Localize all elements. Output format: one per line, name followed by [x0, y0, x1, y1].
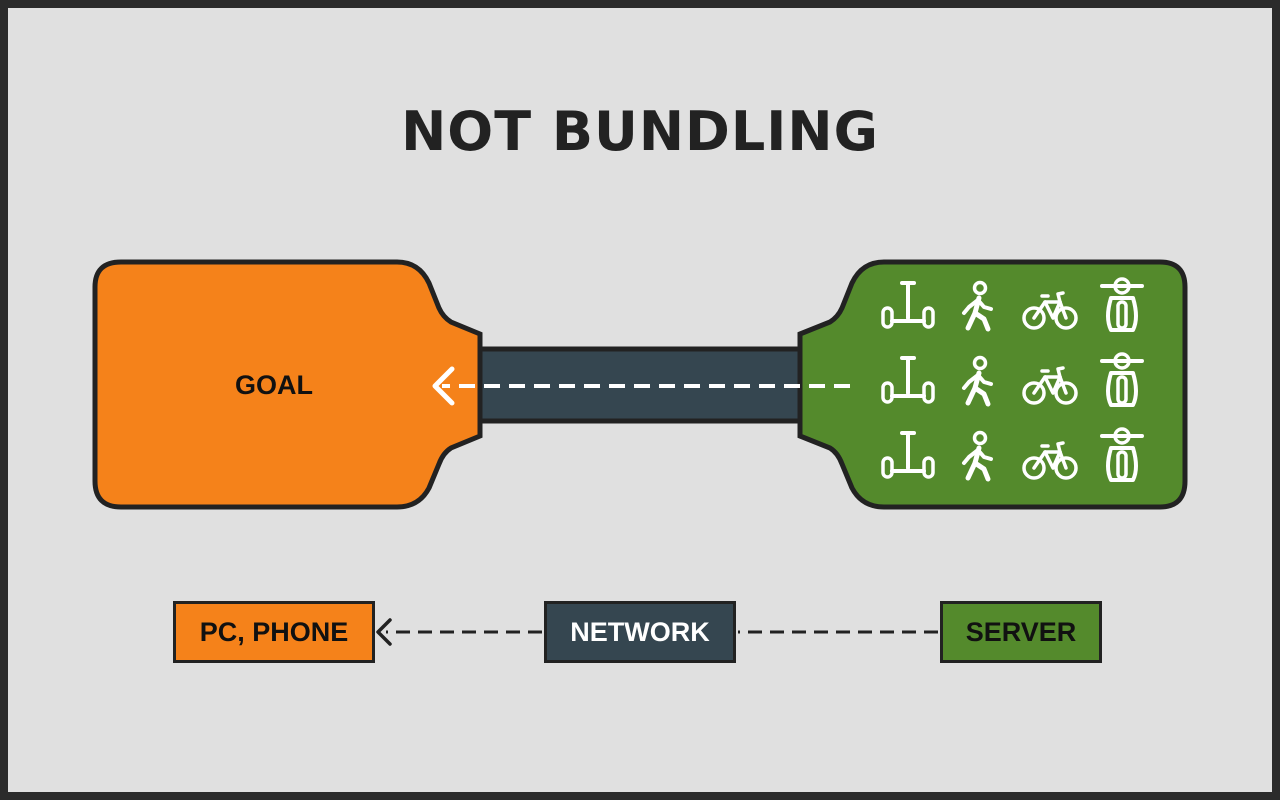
- legend-network-box: NETWORK: [544, 601, 736, 663]
- legend-client-box: PC, PHONE: [173, 601, 375, 663]
- legend-server-box: SERVER: [940, 601, 1102, 663]
- goal-block: [92, 259, 483, 510]
- legend-network-label: NETWORK: [570, 616, 710, 647]
- flow-arrow-head: [432, 366, 455, 406]
- legend-arrow-head: [376, 618, 392, 646]
- legend-server-label: SERVER: [965, 616, 1077, 647]
- goal-label: GOAL: [235, 370, 313, 400]
- legend-client-label: PC, PHONE: [199, 616, 349, 647]
- page-title: NOT BUNDLING: [401, 100, 879, 163]
